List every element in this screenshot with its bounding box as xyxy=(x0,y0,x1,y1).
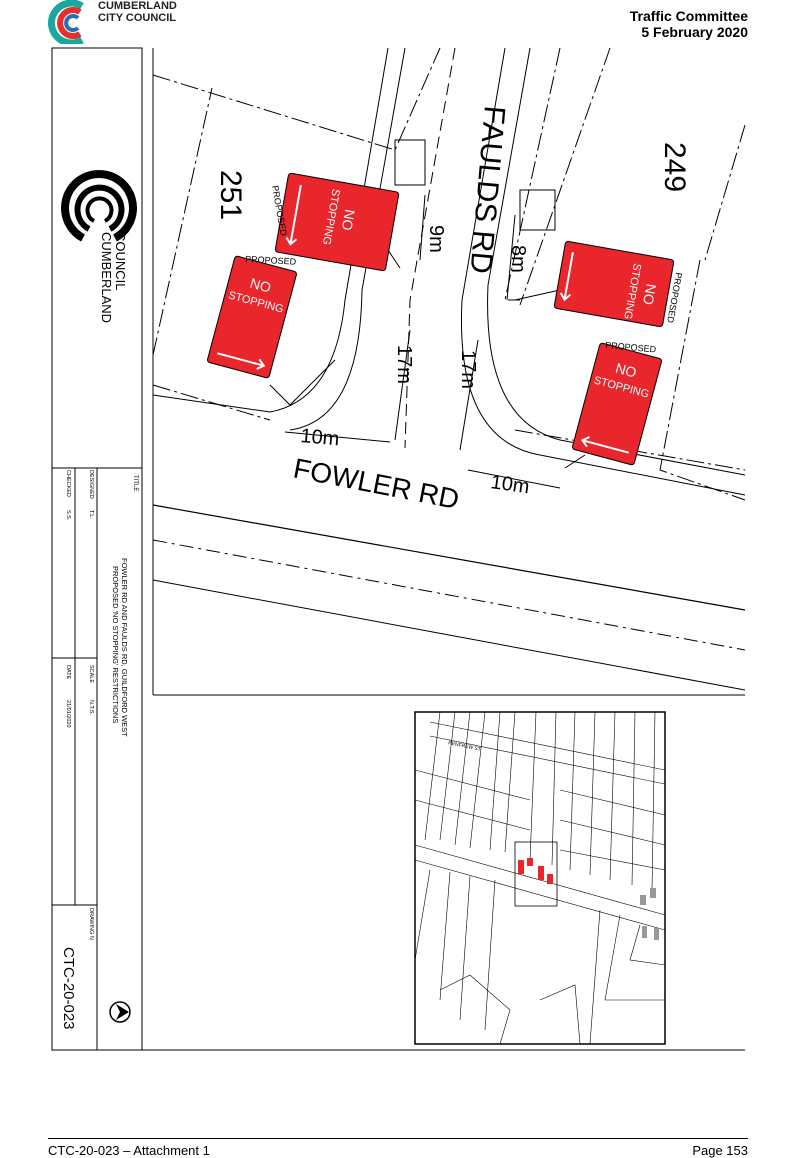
dim-10m-left: 10m xyxy=(300,425,341,450)
title-label: TITLE xyxy=(132,475,138,491)
scale-label: SCALE xyxy=(88,665,94,683)
dim-8m: 8m xyxy=(507,245,529,273)
council-name: CUMBERLAND CITY COUNCIL xyxy=(98,0,177,24)
footer-divider xyxy=(48,1138,748,1139)
road-name-faulds: FAULDS RD xyxy=(463,104,511,275)
designed-label: DESIGNED xyxy=(88,470,94,499)
cumberland-logo-icon xyxy=(48,0,84,44)
title-block-logo-line2: COUNCIL xyxy=(113,232,128,291)
sign-3-no: NO xyxy=(640,283,659,307)
checked-label: CHECKED xyxy=(65,470,71,497)
lot-number-251: 251 xyxy=(214,170,247,220)
road-name-fowler: FOWLER RD xyxy=(291,452,462,514)
committee-heading: Traffic Committee 5 February 2020 xyxy=(630,8,748,40)
dim-17m-right: 17m xyxy=(457,350,479,389)
council-name-line1: CUMBERLAND xyxy=(98,0,177,12)
council-name-line2: CITY COUNCIL xyxy=(98,12,177,24)
north-arrow-icon xyxy=(109,1001,131,1023)
committee-name: Traffic Committee xyxy=(629,8,748,24)
dim-17m-left: 17m xyxy=(393,345,415,384)
sign-4-no: NO xyxy=(614,360,639,381)
title-block-logo-icon xyxy=(61,170,137,242)
locality-map: RENFREW ST xyxy=(414,711,666,1045)
scale-value: N.T.S. xyxy=(88,700,94,715)
no-stopping-sign-1: NO STOPPING xyxy=(274,172,400,272)
drawing-label: DRAWING N xyxy=(88,908,94,940)
title-block xyxy=(51,47,143,1051)
drawing-number: CTC-20-023 xyxy=(60,947,77,1030)
footer-page-number: Page 153 xyxy=(692,1143,748,1158)
title-block-logo-line1: CUMBERLAND xyxy=(99,232,114,323)
date-value: 21/01/2020 xyxy=(65,700,71,728)
designed-value: T.L. xyxy=(88,510,94,519)
dim-10m-right: 10m xyxy=(489,471,531,498)
footer-attachment: CTC-20-023 – Attachment 1 xyxy=(48,1143,210,1158)
committee-date: 5 February 2020 xyxy=(641,24,748,40)
sign-4-proposed: PROPOSED xyxy=(605,340,657,354)
no-stopping-sign-4: NO STOPPING xyxy=(572,342,662,466)
sign-1-no: NO xyxy=(339,208,358,232)
lot-number-249: 249 xyxy=(658,142,691,192)
sign-2-no: NO xyxy=(248,275,273,296)
title-line2: PROPOSED 'NO STOPPING' RESTRICTIONS xyxy=(111,566,120,723)
no-stopping-sign-2: NO STOPPING xyxy=(207,255,297,379)
date-label: DATE xyxy=(65,665,71,680)
dim-9m: 9m xyxy=(425,225,447,253)
sign-2-proposed: PROPOSED xyxy=(245,254,297,267)
no-stopping-sign-3: NO STOPPING xyxy=(553,240,675,328)
checked-value: S.S. xyxy=(65,510,71,521)
title-line1: FOWLER RD AND FAULDS RD, GUILDFORD WEST xyxy=(120,558,129,737)
